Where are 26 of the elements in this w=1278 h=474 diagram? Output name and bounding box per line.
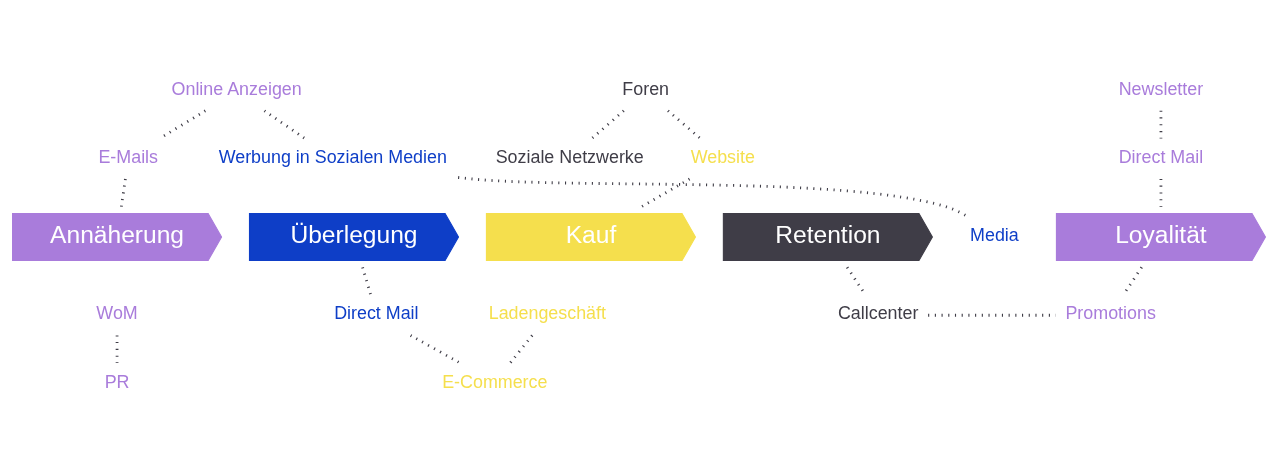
- node-text: E-Mails: [98, 147, 159, 168]
- connector: [509, 334, 534, 364]
- connector: [409, 334, 462, 365]
- node-text: Website: [690, 147, 755, 168]
- connector: [591, 109, 625, 140]
- connector: [1159, 179, 1163, 207]
- node-text: E-Commerce: [442, 371, 548, 392]
- connector: [361, 266, 372, 296]
- connector: [120, 178, 127, 207]
- node-text: WoM: [96, 303, 138, 324]
- node-text: Direct Mail: [1118, 147, 1204, 168]
- node-text: Ladengeschäft: [488, 303, 606, 324]
- node-text: Direct Mail: [334, 303, 419, 324]
- node-text: Callcenter: [837, 303, 919, 324]
- connector: [263, 109, 306, 140]
- connector: [641, 177, 691, 208]
- node-text: Online Anzeigen: [171, 78, 302, 99]
- node-text: Werbung in Sozialen Medien: [218, 147, 447, 168]
- node-text: Soziale Netzwerke: [495, 147, 644, 168]
- node-text: Media: [970, 225, 1019, 246]
- node-text: Newsletter: [1118, 78, 1204, 99]
- node-text: Foren: [622, 78, 670, 99]
- node-text: PR: [104, 371, 130, 392]
- connector: [667, 109, 702, 140]
- connector: [457, 176, 969, 219]
- node-text: Promotions: [1065, 303, 1156, 324]
